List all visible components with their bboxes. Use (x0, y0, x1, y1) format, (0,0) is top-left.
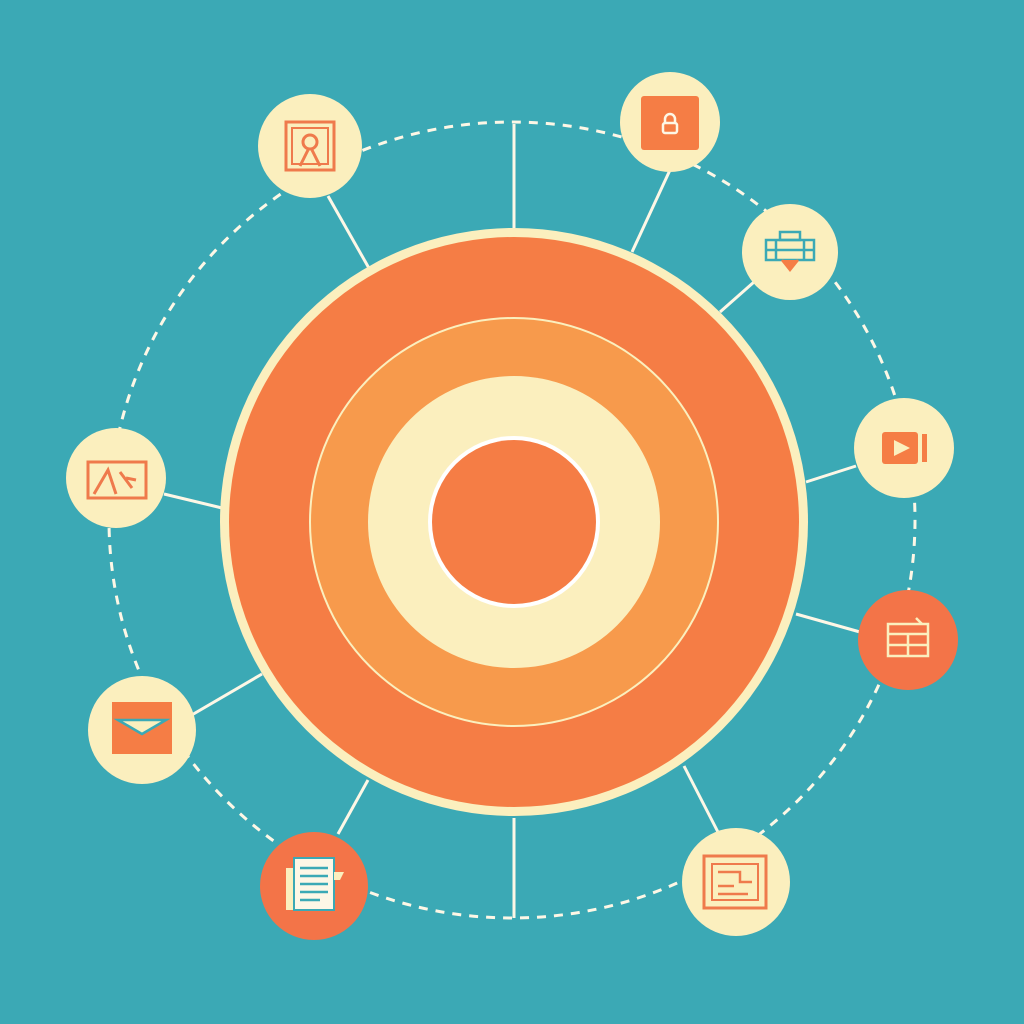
node-toolbox-badge (742, 204, 838, 300)
node-lock[interactable] (620, 72, 720, 172)
node-video[interactable] (854, 398, 954, 498)
node-portrait[interactable] (258, 94, 362, 198)
connector-lines (163, 124, 861, 918)
node-blueprint-badge (682, 828, 790, 936)
connector-portrait (326, 195, 372, 271)
node-envelope[interactable] (88, 676, 196, 784)
connector-envelope (189, 672, 263, 718)
connector-blueprint (682, 765, 722, 837)
node-toolbox[interactable] (742, 204, 838, 300)
connector-documents (336, 779, 370, 835)
connector-calendar (795, 612, 861, 634)
calendar-grid-icon (886, 617, 930, 658)
map-image-icon (86, 460, 148, 500)
node-documents[interactable] (260, 832, 368, 940)
node-map[interactable] (66, 428, 166, 528)
lock-icon (641, 96, 699, 150)
middle-ring-outline (309, 317, 719, 727)
blueprint-icon (702, 854, 768, 910)
envelope-icon (112, 702, 172, 754)
node-map-badge (66, 428, 166, 528)
documents-icon (286, 857, 344, 911)
toolbox-icon (764, 230, 816, 273)
node-blueprint[interactable] (682, 828, 790, 936)
video-play-icon (882, 432, 927, 464)
node-calendar[interactable] (858, 590, 958, 690)
core (432, 440, 596, 604)
connector-video (805, 464, 857, 484)
connector-toolbox (719, 280, 755, 314)
central-target (220, 228, 808, 816)
node-portrait-badge (258, 94, 362, 198)
dashed-orbit (107, 120, 917, 920)
connector-map (163, 492, 223, 510)
connector-lock (630, 169, 672, 253)
portrait-frame-icon (284, 120, 336, 172)
